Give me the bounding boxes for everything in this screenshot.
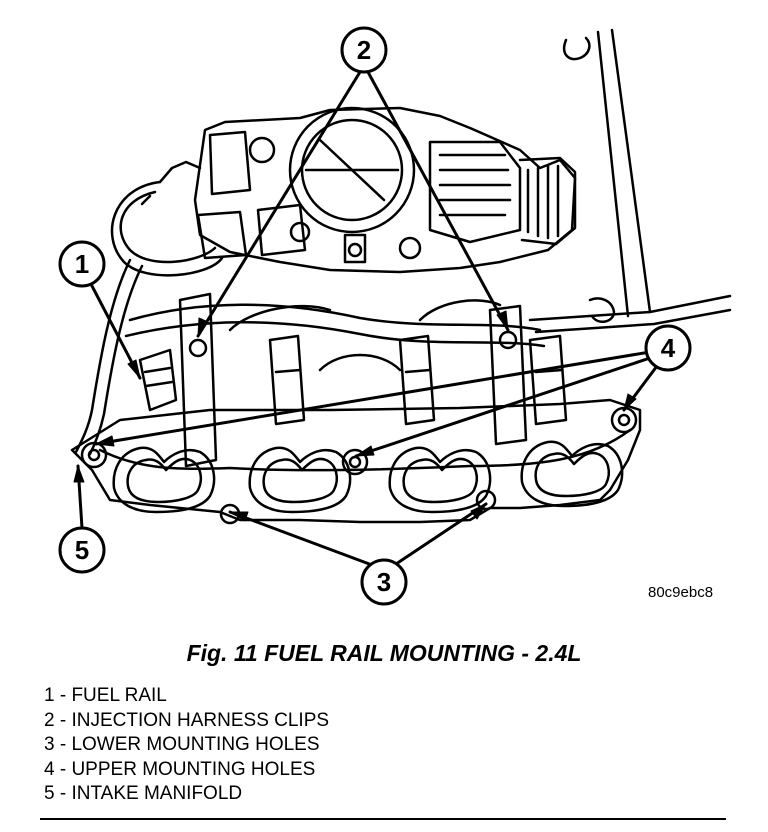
callout-3: 3	[360, 558, 408, 606]
figure-code: 80c9ebc8	[648, 584, 714, 601]
right-bracket	[528, 28, 732, 334]
svg-text:3: 3	[377, 567, 391, 597]
svg-text:4: 4	[661, 333, 676, 363]
callout-5: 5	[58, 526, 106, 574]
svg-text:5: 5	[75, 535, 89, 565]
callout-4: 4	[644, 324, 692, 372]
wiring-harness	[74, 160, 224, 456]
throttle-body	[193, 106, 577, 274]
engine-diagram: 2 1 4 5 3	[58, 26, 732, 606]
callout-2: 2	[340, 26, 388, 74]
legend-item: 3 - LOWER MOUNTING HOLES	[44, 734, 320, 755]
figure-caption: Fig. 11 FUEL RAIL MOUNTING - 2.4L	[186, 640, 582, 666]
legend-item: 2 - INJECTION HARNESS CLIPS	[44, 709, 330, 731]
callout-1: 1	[58, 240, 106, 288]
svg-text:2: 2	[357, 35, 371, 65]
legend: 1 - FUEL RAIL 2 - INJECTION HARNESS CLIP…	[44, 684, 329, 807]
fuel-rail	[124, 292, 568, 468]
legend-item: 1 - FUEL RAIL	[44, 685, 167, 706]
legend-item: 5 - INTAKE MANIFOLD	[44, 783, 243, 804]
leader-lines	[73, 70, 662, 570]
bottom-rule	[40, 818, 726, 820]
legend-item: 4 - UPPER MOUNTING HOLES	[44, 758, 316, 780]
svg-text:1: 1	[75, 249, 89, 279]
